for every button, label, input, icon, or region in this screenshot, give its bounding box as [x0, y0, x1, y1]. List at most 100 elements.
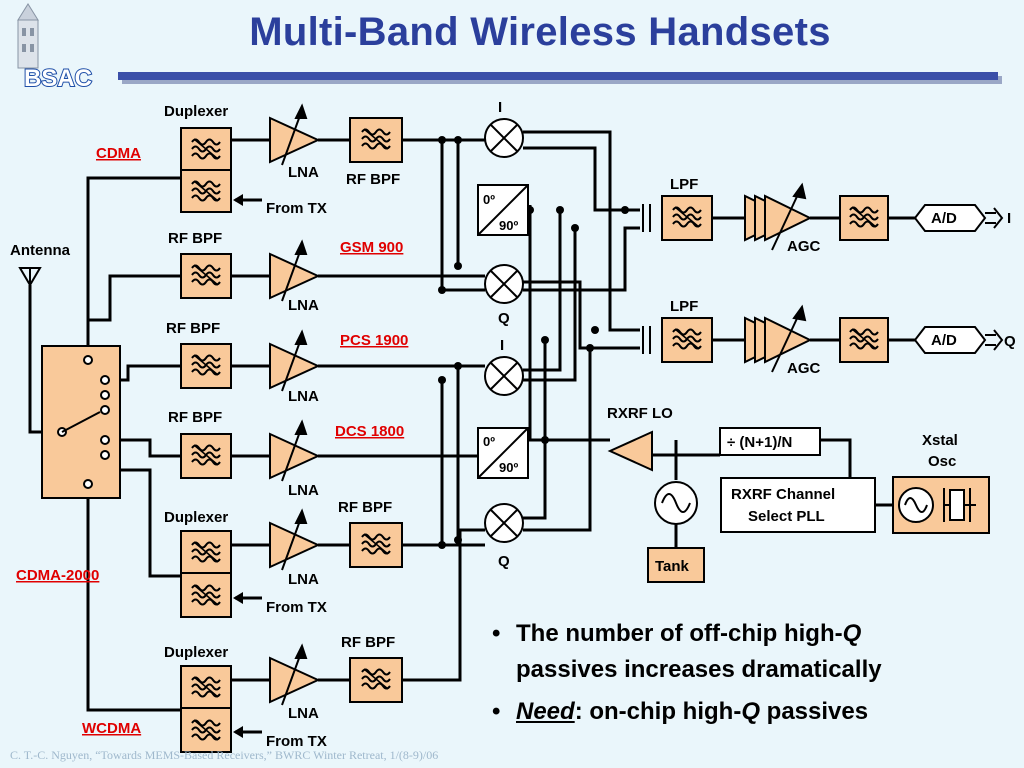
phase-0-label: 0º — [483, 192, 495, 207]
footer-citation: C. T.-C. Nguyen, “Towards MEMS-Based Rec… — [10, 748, 439, 762]
adc-q — [913, 326, 987, 354]
tank-label: Tank — [655, 558, 690, 575]
duplexer-cdma — [180, 127, 232, 213]
from-tx-label: From TX — [266, 200, 327, 217]
bb-filter-q — [839, 317, 889, 363]
bsac-logo-text: BSAC — [24, 65, 92, 92]
slide-title: Multi-Band Wireless Handsets — [249, 10, 831, 54]
antenna-label: Antenna — [10, 242, 71, 259]
phase-0-label: 0º — [483, 434, 495, 449]
from-tx-label: From TX — [266, 733, 327, 750]
band-label-pcs1900: PCS 1900 — [340, 332, 408, 349]
campanile-icon — [17, 3, 39, 69]
band-label-cdma: CDMA — [96, 145, 141, 162]
bullet-dot-icon: • — [492, 698, 501, 725]
dc-block-q — [642, 326, 651, 354]
bullet-list: • The number of off-chip high-Q passives… — [492, 616, 1012, 730]
title-rule — [118, 72, 998, 80]
lna-amplifiers — [269, 103, 321, 706]
divider-label: ÷ (N+1)/N — [727, 434, 792, 451]
bullet-text: passives — [759, 698, 869, 725]
from-tx-arrows — [233, 194, 243, 738]
bb-filter-i — [839, 195, 889, 241]
output-i-label: I — [1007, 210, 1011, 227]
lna-wcdma — [269, 643, 321, 706]
divider-block — [719, 427, 821, 456]
rf-bpf-cdma — [349, 117, 403, 163]
rf-bpf-label: RF BPF — [168, 230, 222, 247]
mixer-q-lower — [484, 503, 524, 543]
adc-label: A/D — [931, 332, 957, 349]
duplexer-wcdma — [180, 665, 232, 753]
pll-block — [720, 477, 876, 533]
rf-bpf-label: RF BPF — [166, 320, 220, 337]
mixer-q-label: Q — [498, 553, 510, 570]
band-label-cdma2000: CDMA-2000 — [16, 567, 99, 584]
rf-bpf-gsm — [180, 253, 232, 299]
bullet-text-need: Need — [516, 698, 575, 725]
lna-label: LNA — [288, 388, 319, 405]
lna-dcs — [269, 419, 321, 482]
rf-bpf-pcs — [180, 343, 232, 389]
lna-label: LNA — [288, 705, 319, 722]
bullet-dot-icon: • — [492, 620, 501, 647]
duplexer-label: Duplexer — [164, 103, 228, 120]
mixer-i-label: I — [498, 99, 502, 116]
xstal-osc-block — [892, 476, 990, 534]
adc-label: A/D — [931, 210, 957, 227]
output-q-label: Q — [1004, 333, 1016, 350]
rf-bpf-label: RF BPF — [168, 409, 222, 426]
xstal-label-line1: Xstal — [922, 432, 958, 449]
mixer-i-upper — [484, 118, 524, 158]
lna-label: LNA — [288, 571, 319, 588]
bullet-text: : on-chip high- — [574, 698, 742, 725]
rf-bpf-label: RF BPF — [341, 634, 395, 651]
band-switch — [41, 345, 121, 499]
lo-buffer — [607, 430, 653, 472]
lpf-label: LPF — [670, 176, 698, 193]
rf-bpf-wcdma — [349, 657, 403, 703]
bullet-text-q: Q — [741, 698, 760, 725]
bullet-text-q: Q — [842, 620, 862, 647]
phase-90-label: 90º — [499, 218, 518, 233]
antenna-icon — [18, 267, 42, 290]
bullet-item: • Need: on-chip high-Q passives — [492, 694, 1012, 730]
lna-label: LNA — [288, 164, 319, 181]
mixer-q-label: Q — [498, 310, 510, 327]
phase-splitter-upper — [477, 184, 529, 236]
lna-label: LNA — [288, 297, 319, 314]
band-label-wcdma: WCDMA — [82, 720, 141, 737]
tank-block — [647, 547, 705, 583]
rf-bpf-label: RF BPF — [346, 171, 400, 188]
wiring — [28, 130, 915, 734]
lpf-label: LPF — [670, 298, 698, 315]
title-rule-shadow — [122, 76, 1002, 84]
output-arrow-i — [985, 207, 1004, 229]
bsac-logo: BSAC — [17, 3, 93, 93]
mixers — [484, 118, 524, 543]
mixer-q-upper — [484, 264, 524, 304]
rxrf-lo-label: RXRF LO — [607, 405, 673, 422]
rf-bpf-label: RF BPF — [338, 499, 392, 516]
lna-cdma2000 — [269, 508, 321, 571]
duplexer-cdma2000 — [180, 530, 232, 618]
rf-bpf-dcs — [180, 433, 232, 479]
pll-label-line2: Select PLL — [748, 508, 825, 525]
xstal-label-line2: Osc — [928, 453, 956, 470]
lpf-i — [661, 195, 713, 241]
bullet-text: The number of off-chip high- — [516, 620, 843, 647]
duplexer-label: Duplexer — [164, 509, 228, 526]
lna-cdma — [269, 103, 321, 166]
agc-i — [744, 182, 813, 251]
bullet-text: passives increases dramatically — [516, 656, 882, 683]
agc-label: AGC — [787, 238, 821, 255]
band-label-gsm900: GSM 900 — [340, 239, 403, 256]
vco-icon — [654, 481, 698, 525]
dc-block-i — [642, 204, 651, 232]
agc-q — [744, 304, 813, 373]
rf-bpf-cdma2000 — [349, 522, 403, 568]
adc-i — [913, 204, 987, 232]
phase-splitter-lower — [477, 427, 529, 479]
agc-label: AGC — [787, 360, 821, 377]
